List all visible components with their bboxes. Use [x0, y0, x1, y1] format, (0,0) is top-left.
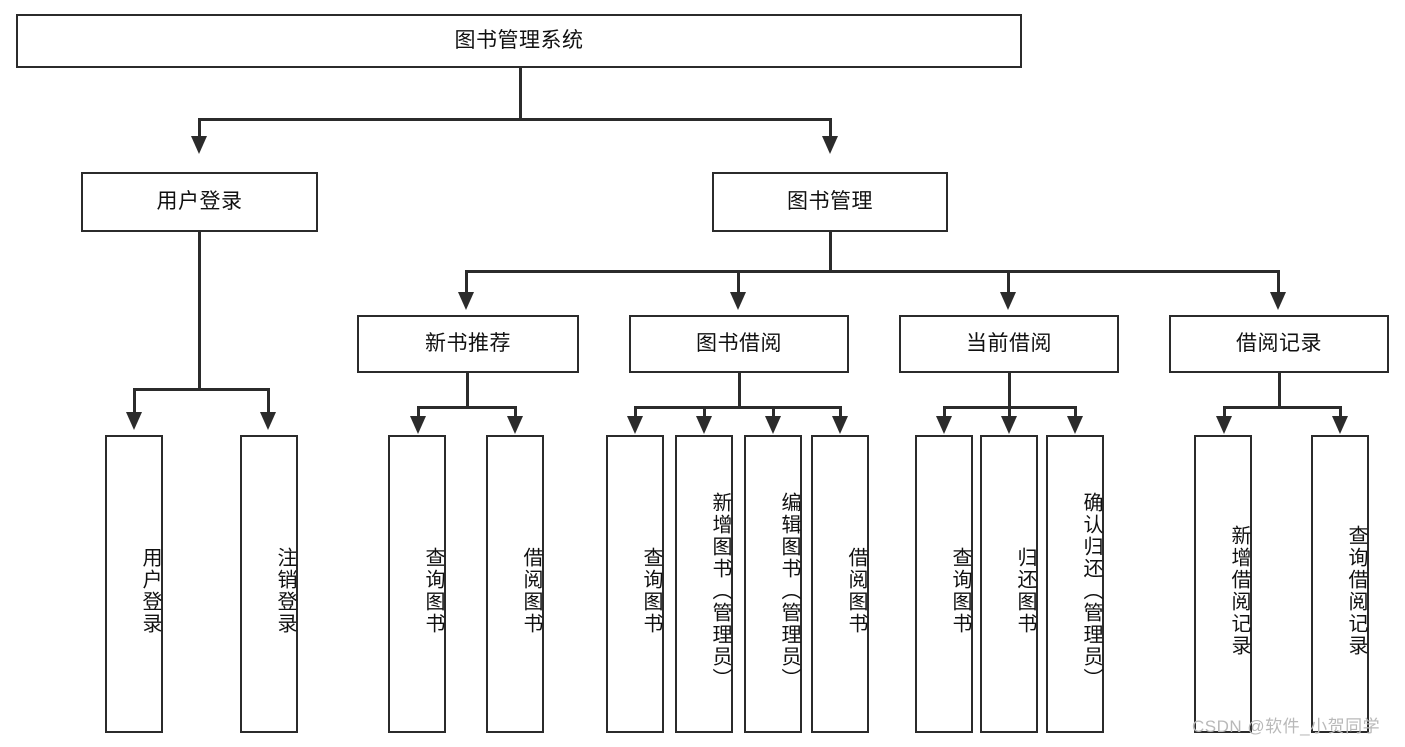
arrow-nbr-leaf-0 — [410, 416, 426, 434]
edge-nbr-leaf-1 — [514, 406, 517, 420]
arrow-bb-leaf-2 — [765, 416, 781, 434]
arrow-user-login-leaf-1 — [260, 412, 276, 430]
edge-cb-leaf-0 — [943, 406, 946, 420]
edge-root-stem — [519, 68, 522, 120]
edge-to-user-login — [198, 118, 201, 140]
leaf-br-add-record[interactable]: 新增借阅记录 — [1194, 435, 1252, 733]
edge-to-borrow-record — [1277, 270, 1280, 296]
arrow-br-leaf-1 — [1332, 416, 1348, 434]
leaf-cb-query-books[interactable]: 查询图书 — [915, 435, 973, 733]
node-book-borrow[interactable]: 图书借阅 — [629, 315, 849, 373]
edge-br-leaf-1 — [1339, 406, 1342, 420]
leaf-cb-confirm-return-admin[interactable]: 确认归还（管理员） — [1046, 435, 1104, 733]
node-root-library-management-system[interactable]: 图书管理系统 — [16, 14, 1022, 68]
edge-user-login-leaf-0 — [133, 388, 136, 416]
edge-cb-leaf-2 — [1074, 406, 1077, 420]
arrow-to-new-book-recommend — [458, 292, 474, 310]
edge-nbr-leaf-0 — [417, 406, 420, 420]
edge-to-current-borrow — [1007, 270, 1010, 296]
edge-borrow-record-bus — [1223, 406, 1342, 409]
arrow-to-current-borrow — [1000, 292, 1016, 310]
leaf-user-login-logout[interactable]: 注销登录 — [240, 435, 298, 733]
edge-book-borrow-stem — [738, 373, 741, 409]
arrow-bb-leaf-0 — [627, 416, 643, 434]
arrow-cb-leaf-2 — [1067, 416, 1083, 434]
edge-borrow-record-stem — [1278, 373, 1281, 409]
arrow-to-book-borrow — [730, 292, 746, 310]
edge-to-new-book-recommend — [465, 270, 468, 296]
leaf-nbr-query-books[interactable]: 查询图书 — [388, 435, 446, 733]
node-borrow-record[interactable]: 借阅记录 — [1169, 315, 1389, 373]
leaf-bb-edit-book-admin[interactable]: 编辑图书（管理员） — [744, 435, 802, 733]
leaf-nbr-borrow-books[interactable]: 借阅图书 — [486, 435, 544, 733]
edge-level2-bus — [198, 118, 832, 121]
edge-book-borrow-bus — [634, 406, 842, 409]
node-current-borrow[interactable]: 当前借阅 — [899, 315, 1119, 373]
arrow-cb-leaf-0 — [936, 416, 952, 434]
edge-cb-leaf-1 — [1008, 406, 1011, 420]
watermark-csdn: CSDN @软件_小贺同学 — [1192, 717, 1381, 736]
arrow-cb-leaf-1 — [1001, 416, 1017, 434]
arrow-nbr-leaf-1 — [507, 416, 523, 434]
leaf-bb-add-book-admin[interactable]: 新增图书（管理员） — [675, 435, 733, 733]
leaf-bb-borrow-books[interactable]: 借阅图书 — [811, 435, 869, 733]
edge-to-book-borrow — [737, 270, 740, 296]
leaf-br-query-record[interactable]: 查询借阅记录 — [1311, 435, 1369, 733]
arrow-bb-leaf-1 — [696, 416, 712, 434]
edge-bb-leaf-1 — [703, 406, 706, 420]
edge-user-login-leaf-1 — [267, 388, 270, 416]
node-book-management[interactable]: 图书管理 — [712, 172, 948, 232]
edge-bb-leaf-2 — [772, 406, 775, 420]
arrow-bb-leaf-3 — [832, 416, 848, 434]
edge-user-login-leaf-bus — [133, 388, 270, 391]
edge-to-book-management — [829, 118, 832, 140]
arrow-to-borrow-record — [1270, 292, 1286, 310]
arrow-br-leaf-0 — [1216, 416, 1232, 434]
edge-bb-leaf-0 — [634, 406, 637, 420]
edge-new-book-recommend-stem — [466, 373, 469, 409]
leaf-cb-return-books[interactable]: 归还图书 — [980, 435, 1038, 733]
arrow-to-user-login — [191, 136, 207, 154]
arrow-user-login-leaf-0 — [126, 412, 142, 430]
edge-book-management-stem — [829, 232, 832, 272]
edge-current-borrow-stem — [1008, 373, 1011, 409]
arrow-to-book-management — [822, 136, 838, 154]
edge-level3-bus — [465, 270, 1280, 273]
node-user-login[interactable]: 用户登录 — [81, 172, 318, 232]
edge-br-leaf-0 — [1223, 406, 1226, 420]
node-new-book-recommend[interactable]: 新书推荐 — [357, 315, 579, 373]
leaf-bb-query-books[interactable]: 查询图书 — [606, 435, 664, 733]
edge-new-book-recommend-bus — [417, 406, 517, 409]
leaf-user-login-login[interactable]: 用户登录 — [105, 435, 163, 733]
edge-bb-leaf-3 — [839, 406, 842, 420]
edge-user-login-stem — [198, 232, 201, 390]
